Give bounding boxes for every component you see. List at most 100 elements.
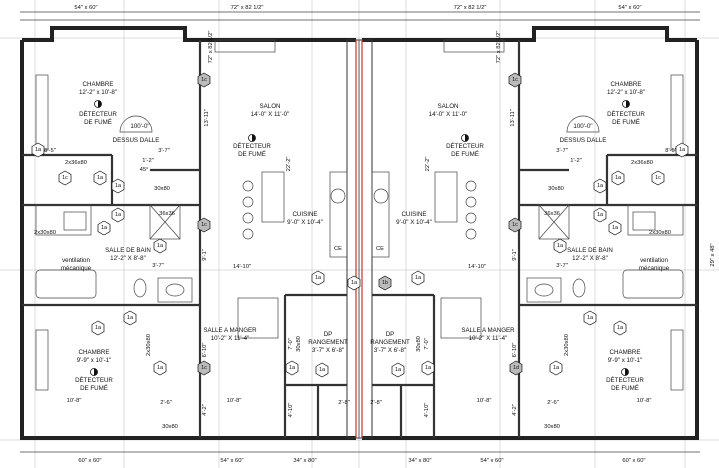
room-sdb-left-name: SALLE DE BAIN [105, 247, 151, 254]
svg-text:9'-1": 9'-1" [202, 249, 208, 261]
door-30x80-vertical-left: 30x80 [296, 336, 302, 352]
ce-right: CE [376, 246, 384, 252]
detector-chambre-bl-1: DÉTECTEUR [75, 377, 113, 384]
hex-tag: 1d [513, 365, 519, 371]
dim-bottom-2: 54" x 60" [220, 458, 243, 464]
room-sam-left-size: 10'-2" X 11'-4" [211, 335, 250, 342]
detector-salon-right-2: DE FUMÉ [451, 151, 479, 158]
closet-left-bottom [35, 329, 49, 391]
hex-tag: 1a [97, 175, 104, 181]
door-30x80-vertical-right: 30x80 [416, 336, 422, 352]
interior-walls-right [372, 40, 697, 438]
room-rang-right-name: RANGEMENT [370, 339, 410, 346]
dim-bottom-3: 34" x 80" [293, 458, 316, 464]
dp-left: DP [324, 331, 333, 338]
ventilation-right-1: ventilation [640, 257, 668, 264]
bathtub-right [622, 269, 684, 299]
slab-note-left: 100'-0" [130, 123, 149, 130]
room-sam-left-name: SALLE A MANGER [203, 327, 257, 334]
room-cuisine-left-size: 9'-0" X 10'-4" [287, 219, 323, 226]
vanity-right [526, 277, 562, 303]
dim-top-right-door: 72" x 82 1/2" [454, 5, 487, 11]
hex-tag: 1a [115, 183, 122, 189]
hex-tag: 1a [289, 365, 296, 371]
room-salon-right-name: SALON [438, 103, 459, 110]
kitchen-island-right [434, 171, 458, 223]
room-rang-right-size: 3'-7" X 6'-8" [374, 347, 406, 354]
smoke-detector-icon [621, 368, 629, 376]
dining-table-right [440, 297, 482, 339]
room-chambre-tl-size: 12'-2" x 10'-8" [79, 89, 117, 96]
svg-text:2'-6": 2'-6" [547, 400, 559, 406]
closet-right-label: 30x80 [548, 186, 564, 192]
dessus-dalle-left: DESSUS DALLE [113, 137, 160, 144]
room-chambre-bl-name: CHAMBRE [79, 349, 110, 356]
room-cuisine-right-size: 9'-0" X 10'-4" [396, 219, 432, 226]
svg-text:22'-2": 22'-2" [286, 157, 292, 172]
svg-text:8'-5": 8'-5" [665, 148, 677, 154]
svg-text:3'-7": 3'-7" [152, 263, 164, 269]
dim-bottom-5: 54" x 60" [480, 458, 503, 464]
kitchen-counter-right [371, 171, 390, 258]
dim-bottom-1: 60" x 60" [78, 458, 101, 464]
room-chambre-tr-name: CHAMBRE [611, 81, 642, 88]
ventilation-right-2: mécanique [639, 265, 670, 272]
closet-left-bottom-label: 30x80 [162, 424, 178, 430]
toilet-left [133, 278, 147, 298]
closet-right-bottom-label: 30x80 [544, 424, 560, 430]
room-cuisine-right-name: CUISINE [401, 211, 426, 218]
hex-tag: 1a [127, 315, 134, 321]
svg-text:2'-6": 2'-6" [160, 400, 172, 406]
room-labels-left: CHAMBRE 12'-2" x 10'-8" DÉTECTEUR DE FUM… [61, 81, 348, 392]
bathtub-left [35, 269, 97, 299]
sofa-left [214, 39, 276, 53]
svg-text:14'-10": 14'-10" [468, 264, 486, 270]
detector-chambre-tr-1: DÉTECTEUR [607, 111, 645, 118]
detector-chambre-bl-2: DE FUMÉ [80, 385, 108, 392]
svg-text:4'-2": 4'-2" [512, 404, 518, 416]
svg-text:1'-2": 1'-2" [570, 158, 582, 164]
svg-text:22'-2": 22'-2" [425, 157, 431, 172]
svg-text:7'-0": 7'-0" [288, 338, 294, 350]
room-cuisine-left-name: CUISINE [292, 211, 317, 218]
dessus-dalle-right: DESSUS DALLE [560, 137, 607, 144]
ventilation-left-1: ventilation [62, 257, 90, 264]
room-sam-right-name: SALLE A MANGER [461, 327, 515, 334]
svg-text:14'-10": 14'-10" [233, 264, 251, 270]
door-2x36-right: 2x36x80 [631, 160, 653, 166]
svg-text:10'-8": 10'-8" [67, 398, 82, 404]
smoke-detectors [90, 100, 630, 376]
room-sdb-right-size: 12'-2" X 8'-8" [572, 255, 608, 262]
door-2x30-left: 2x30x80 [34, 230, 56, 236]
room-rang-left-size: 3'-7" X 6'-8" [312, 347, 344, 354]
room-salon-left-size: 14'-0" X 11'-0" [251, 111, 290, 118]
room-sdb-right-name: SALLE DE BAIN [567, 247, 613, 254]
hex-tag: 1c [201, 365, 207, 371]
room-sam-right-size: 10'-2" X 11'-4" [469, 335, 508, 342]
bottom-dimensions: 60" x 60" 54" x 60" 34" x 80" 34" x 80" … [20, 451, 700, 464]
side-dim: 29" x 48" [710, 243, 716, 266]
hex-tag: 1a [101, 225, 108, 231]
closet-right-bottom [670, 329, 684, 391]
svg-text:10'-8": 10'-8" [477, 398, 492, 404]
smoke-detector-icon [622, 100, 630, 108]
exterior-walls [20, 26, 699, 440]
vertical-door-right: 72" x 82 1/2" [496, 31, 502, 64]
svg-text:3'-7": 3'-7" [556, 263, 568, 269]
hex-tag: 1a [157, 365, 164, 371]
hex-tag: 1a [617, 325, 624, 331]
svg-text:4'-2": 4'-2" [202, 404, 208, 416]
svg-text:4'-10": 4'-10" [424, 403, 430, 418]
smoke-detector-icon [461, 134, 469, 142]
dim-top-left-window: 54" x 60" [74, 5, 97, 11]
sofa-right [443, 39, 505, 53]
dp-right: DP [386, 331, 395, 338]
hex-tag: 1c [62, 175, 68, 181]
hex-tag: 1a [319, 367, 326, 373]
hex-tag: 1a [679, 147, 686, 153]
closet-left-top [35, 74, 49, 151]
svg-text:9'-1": 9'-1" [512, 249, 518, 261]
svg-text:7'-0": 7'-0" [424, 338, 430, 350]
laundry-right [627, 204, 684, 236]
